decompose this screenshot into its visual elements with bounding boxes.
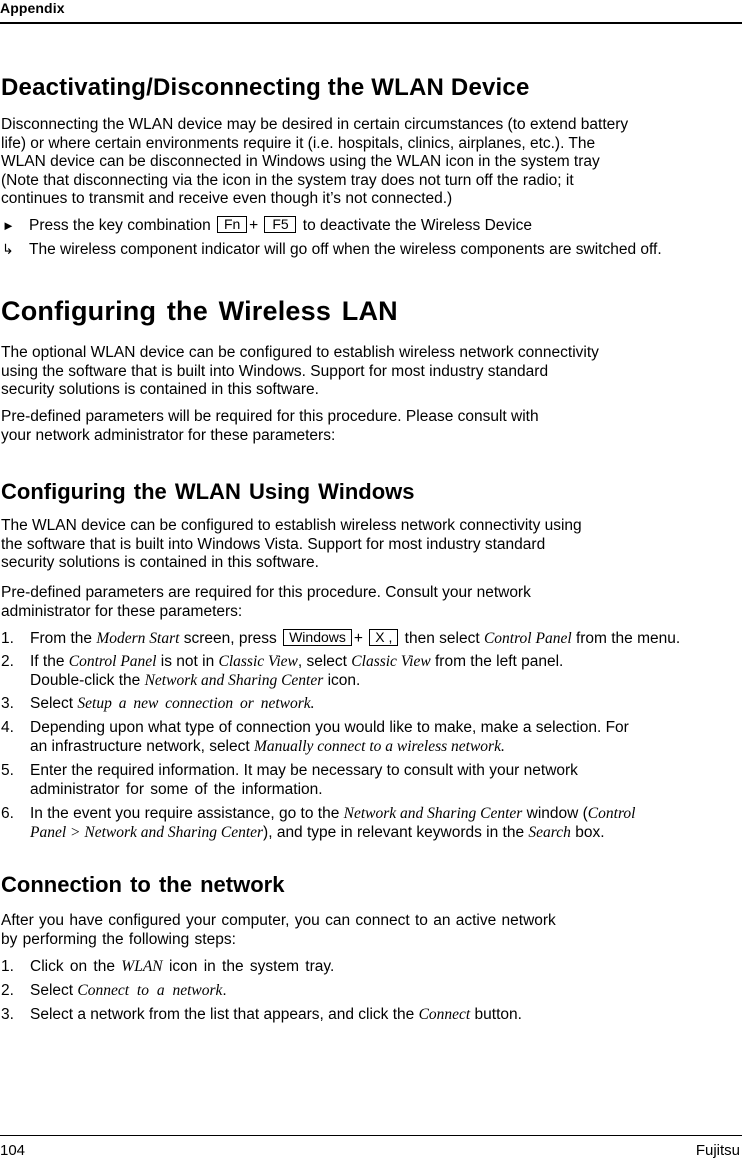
section-title-configuring-wlan-windows: Configuring the WLAN Using Windows <box>1 479 415 504</box>
result-step: ↳The wireless component indicator will g… <box>2 241 662 258</box>
list-item: 6.In the event you require assistance, g… <box>1 805 636 841</box>
text-line: Pre-defined parameters will be required … <box>1 408 539 425</box>
text-line: by performing the following steps: <box>1 930 236 948</box>
list-item: 3.Select Setup a new connection or netwo… <box>1 695 315 712</box>
result-arrow-icon: ↳ <box>2 242 14 258</box>
list-item: 1.From the Modern Start screen, press Wi… <box>1 629 681 647</box>
list-item: 2.Select Connect to a network. <box>1 982 227 999</box>
text-line: using the software that is built into Wi… <box>1 362 549 380</box>
section-title-connection-to-network: Connection to the network <box>1 872 285 897</box>
section3-para1: The WLAN device can be configured to est… <box>1 517 721 573</box>
list-item: 5.Enter the required information. It may… <box>1 762 578 798</box>
section2-para1: The optional WLAN device can be configur… <box>1 344 721 400</box>
key-x: X , <box>369 629 399 646</box>
page-number: 104 <box>0 1142 26 1159</box>
text-line: Pre-defined parameters are required for … <box>1 584 531 601</box>
key-fn: Fn <box>217 216 248 233</box>
key-f5: F5 <box>264 216 297 233</box>
list-item: 4.Depending upon what type of connection… <box>1 719 629 755</box>
text-line: security solutions is contained in this … <box>1 381 319 398</box>
text-line: The WLAN device can be configured to est… <box>1 517 582 534</box>
list-item: 2.If the Control Panel is not in Classic… <box>1 653 564 689</box>
section4-para: After you have configured your computer,… <box>1 912 721 949</box>
section1-body: Disconnecting the WLAN device may be des… <box>1 116 721 209</box>
section-title-deactivating-wlan: Deactivating/Disconnecting the WLAN Devi… <box>1 74 530 101</box>
text-line: After you have configured your computer,… <box>1 912 556 929</box>
text-line: the software that is built into Windows … <box>1 535 546 553</box>
header-rule <box>0 22 742 24</box>
text-line: continues to transmit and receive even t… <box>1 190 453 207</box>
list-item: 1.Click on the WLAN icon in the system t… <box>1 958 335 975</box>
section-title-configuring-wireless-lan: Configuring the Wireless LAN <box>1 296 398 326</box>
running-header-title: Appendix <box>0 0 65 16</box>
text-line: WLAN device can be disconnected in Windo… <box>1 153 600 170</box>
text-line: your network administrator for these par… <box>1 426 336 444</box>
text-line: life) or where certain environments requ… <box>1 134 596 152</box>
action-step: ►Press the key combination Fn+ F5 to dea… <box>2 216 532 234</box>
key-windows: Windows <box>283 629 352 646</box>
list-item: 3.Select a network from the list that ap… <box>1 1006 522 1023</box>
text-line: security solutions is contained in this … <box>1 554 319 571</box>
publisher-name: Fujitsu <box>695 1142 740 1159</box>
text-line: The optional WLAN device can be configur… <box>1 344 599 361</box>
text-line: administrator for these parameters: <box>1 602 243 620</box>
action-arrow-icon: ► <box>2 218 15 233</box>
footer-rule <box>0 1135 742 1136</box>
section2-para2: Pre-defined parameters will be required … <box>1 408 721 445</box>
text-line: Disconnecting the WLAN device may be des… <box>1 116 629 133</box>
text-line: (Note that disconnecting via the icon in… <box>1 171 574 189</box>
section3-para2: Pre-defined parameters are required for … <box>1 584 721 621</box>
